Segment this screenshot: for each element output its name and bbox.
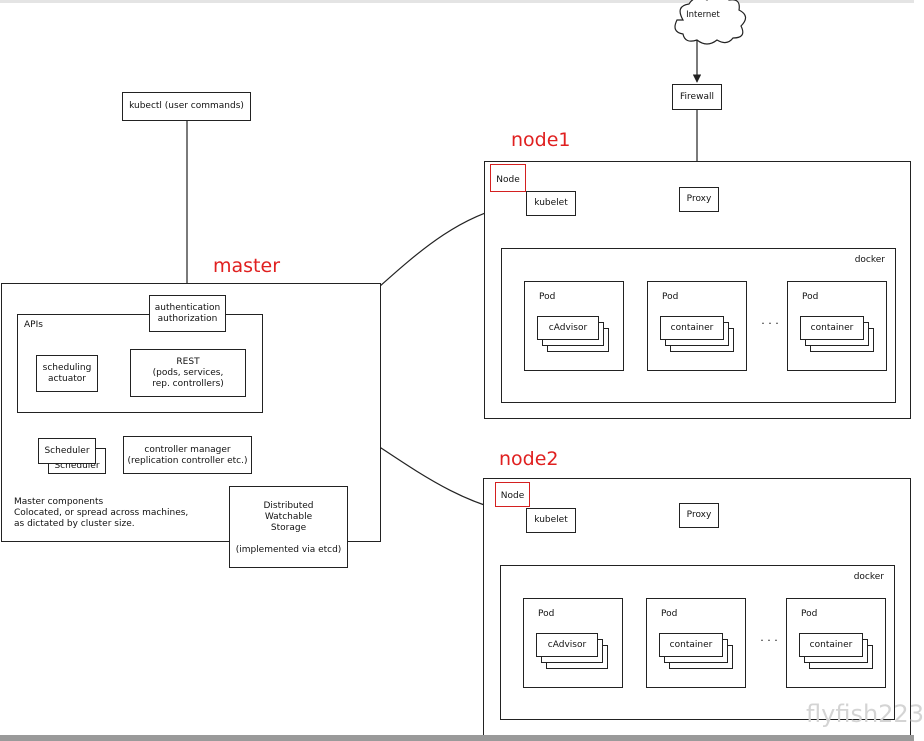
rest-box: REST (pods, services, rep. controllers) — [130, 349, 246, 397]
node2-proxy-box: Proxy — [679, 503, 719, 528]
node1-container1-label: container — [670, 323, 714, 333]
kubectl-label: kubectl (user commands) — [129, 101, 244, 111]
node1-ellipsis: · · · — [761, 317, 779, 330]
scheduling-actuator-label: scheduling actuator — [42, 363, 92, 384]
node2-title: node2 — [499, 448, 559, 470]
controller-manager-label: controller manager (replication controll… — [127, 445, 248, 466]
node1-node-label: Node — [496, 175, 520, 185]
node2-pod3-label: Pod — [801, 609, 818, 619]
bottom-edge-strip — [0, 735, 914, 741]
node2-kubelet-box: kubelet — [526, 508, 576, 533]
node1-container2-label: container — [810, 323, 854, 333]
watermark-text: flyfish223 — [806, 700, 924, 728]
auth-label: authentication authorization — [154, 303, 221, 324]
master-components-note: Master components Colocated, or spread a… — [14, 497, 189, 529]
node2-container2-box: container — [799, 633, 863, 657]
firewall-label: Firewall — [680, 92, 714, 102]
storage-box: Distributed Watchable Storage (implement… — [229, 486, 348, 568]
node1-cadvisor-label: cAdvisor — [548, 323, 588, 333]
node2-kubelet-label: kubelet — [534, 515, 568, 525]
node1-docker-label: docker — [854, 255, 885, 265]
node1-kubelet-label: kubelet — [534, 198, 568, 208]
auth-box: authentication authorization — [149, 295, 226, 332]
node1-proxy-label: Proxy — [686, 194, 712, 204]
node2-proxy-label: Proxy — [686, 510, 712, 520]
node1-pod3-label: Pod — [802, 292, 819, 302]
firewall-box: Firewall — [672, 84, 722, 110]
node2-pod2-label: Pod — [661, 609, 678, 619]
node1-pod1-label: Pod — [539, 292, 556, 302]
internet-label: Internet — [686, 10, 720, 20]
node1-cadvisor-box: cAdvisor — [537, 316, 599, 340]
scheduler-back-label: Scheduler — [54, 461, 100, 471]
master-title: master — [213, 255, 281, 277]
node1-container1-box: container — [660, 316, 724, 340]
node2-cadvisor-box: cAdvisor — [536, 633, 598, 657]
node2-cadvisor-label: cAdvisor — [547, 640, 587, 650]
node2-node-label: Node — [500, 491, 525, 501]
node2-node-highlight — [495, 482, 530, 507]
node2-container1-box: container — [659, 633, 723, 657]
internet-cloud-icon — [674, 0, 747, 45]
node1-node-highlight — [490, 164, 526, 192]
node1-title: node1 — [511, 129, 571, 151]
node2-container1-label: container — [669, 640, 713, 650]
kubectl-box: kubectl (user commands) — [122, 92, 251, 121]
rest-label: REST (pods, services, rep. controllers) — [152, 357, 224, 389]
node1-kubelet-box: kubelet — [526, 191, 576, 216]
controller-manager-box: controller manager (replication controll… — [123, 436, 252, 474]
node1-pod2-label: Pod — [662, 292, 679, 302]
storage-label: Distributed Watchable Storage (implement… — [235, 501, 342, 555]
top-edge-strip — [0, 0, 914, 3]
node2-docker-label: docker — [853, 572, 884, 582]
scheduler-box: Scheduler — [38, 438, 96, 464]
scheduler-label: Scheduler — [44, 446, 90, 456]
node1-container2-box: container — [800, 316, 864, 340]
apis-label: APIs — [24, 320, 43, 330]
node2-ellipsis: · · · — [760, 634, 778, 647]
node2-container2-label: container — [809, 640, 853, 650]
node1-proxy-box: Proxy — [679, 187, 719, 212]
node2-pod1-label: Pod — [538, 609, 555, 619]
scheduling-actuator-box: scheduling actuator — [36, 355, 98, 392]
